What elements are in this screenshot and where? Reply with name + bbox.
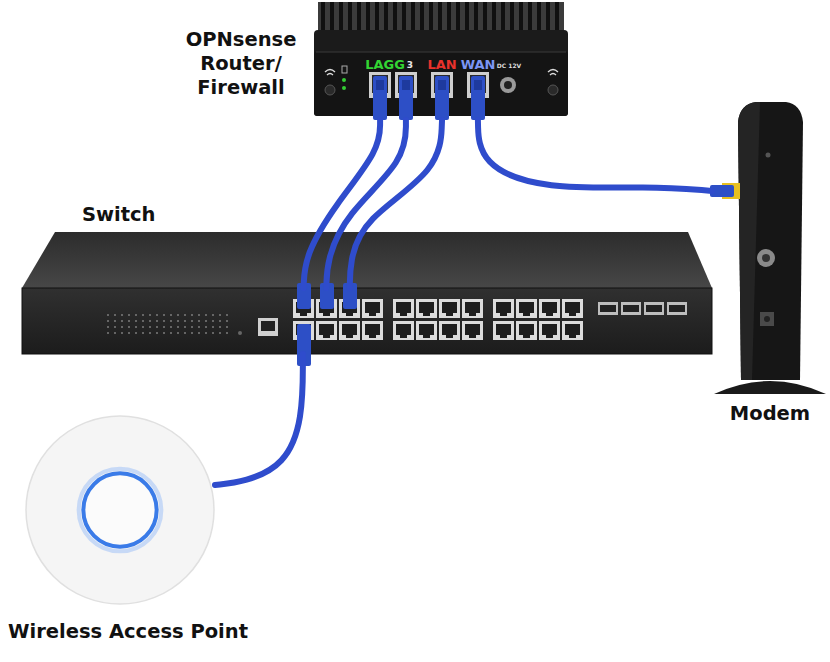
network-cable: [215, 354, 303, 485]
port-label: 3: [407, 61, 413, 70]
port-label: WAN: [461, 58, 496, 71]
modem-device: Modem: [712, 100, 828, 398]
modem-illustration: [710, 102, 826, 394]
port-label: DC 12V: [497, 63, 521, 69]
network-cable: [350, 120, 442, 288]
device-label: Switch: [82, 203, 222, 227]
access-point-device: Wireless Access Point: [25, 415, 215, 605]
router-illustration: [314, 2, 568, 120]
network-cable: [478, 120, 712, 191]
access-point-disc: [25, 415, 215, 605]
device-label: OPNsense Router/ Firewall: [178, 28, 304, 100]
device-label: Modem: [702, 402, 830, 426]
switch-device: Switch: [22, 288, 712, 354]
port-label: LAGG: [365, 58, 405, 71]
switch-illustration: [22, 232, 712, 366]
port-label: LAN: [427, 58, 456, 71]
device-label: Wireless Access Point: [8, 620, 268, 644]
network-cable: [326, 120, 406, 288]
network-cable: [304, 120, 381, 288]
